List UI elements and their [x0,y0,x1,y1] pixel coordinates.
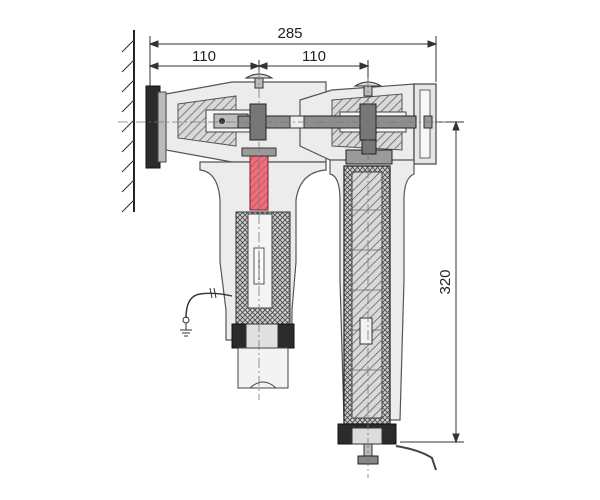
center-lines [118,70,446,478]
dimension-vertical: 320 [437,269,454,294]
wall-hatch-icon [121,30,135,213]
ground-symbol-icon [180,287,233,337]
right-vertical-arrester [329,139,437,471]
dimension-left-segment: 110 [192,48,216,65]
left-cable-housing [199,147,327,389]
dimension-right-segment: 110 [302,48,326,65]
dimension-overall: 285 [277,25,302,42]
dimension-lines [148,36,464,444]
